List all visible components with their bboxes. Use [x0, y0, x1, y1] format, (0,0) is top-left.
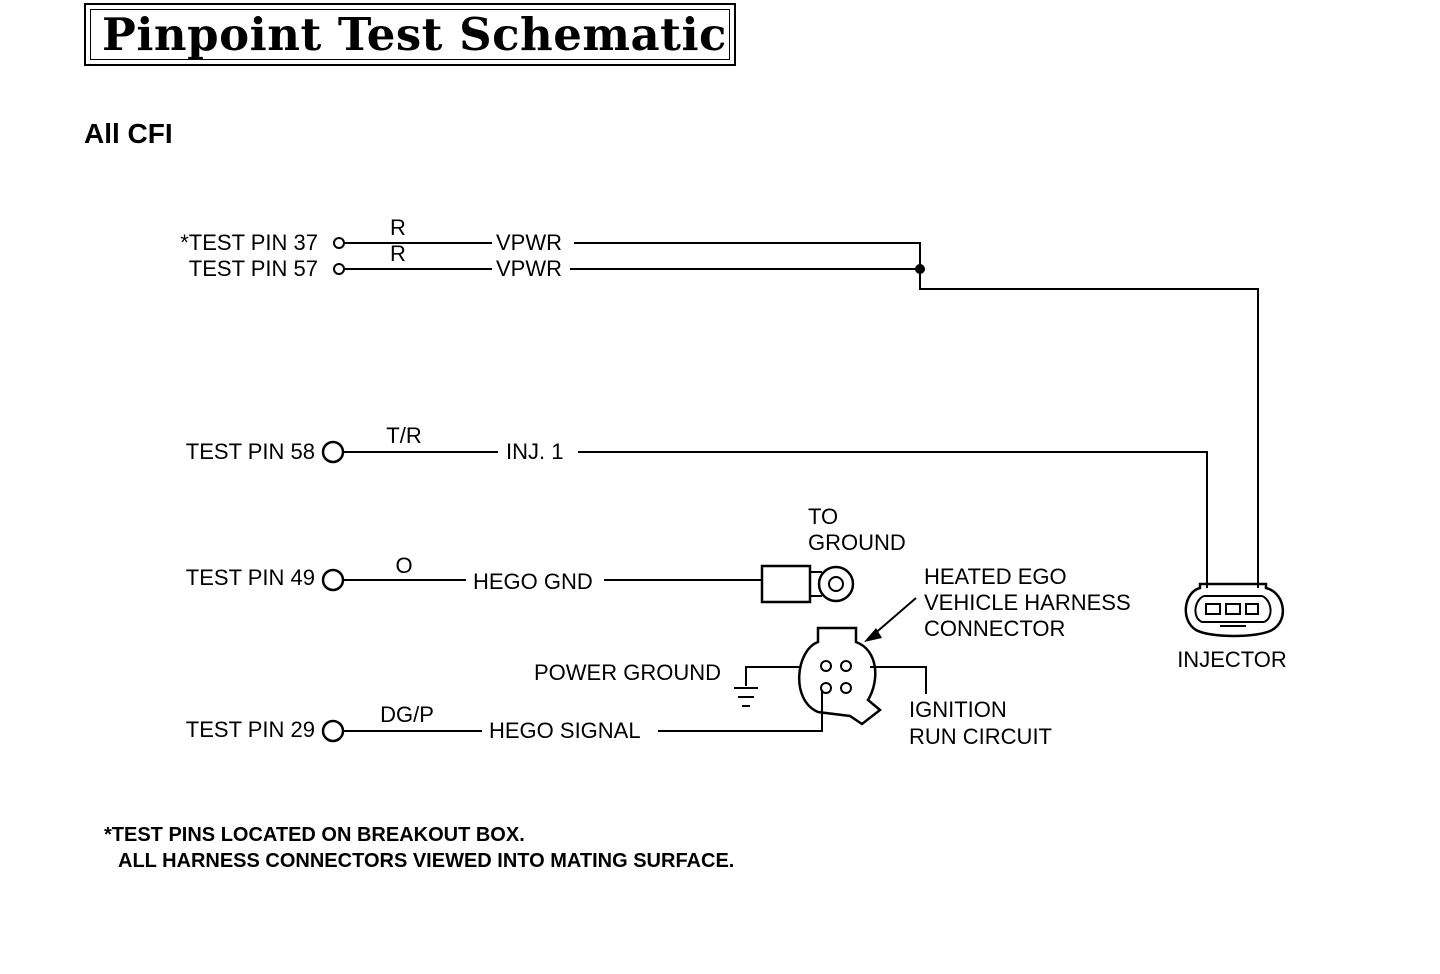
hego-signal-wire [658, 690, 823, 732]
ground-ring-terminal [760, 564, 855, 604]
hego-pointer-arrowhead [864, 628, 882, 642]
hego-connector-label-1: HEATED EGO [924, 564, 1067, 589]
pin-37-circuit: VPWR [496, 230, 562, 255]
pin-57-terminal [333, 263, 345, 275]
hego-connector-label-3: CONNECTOR [924, 616, 1065, 641]
injector-label: INJECTOR [1177, 647, 1287, 672]
vpwr-to-injector-wire [919, 269, 1259, 588]
hego-connector [797, 626, 882, 726]
ground-symbol-icon [734, 687, 758, 707]
pin-29-wire-color: DG/P [380, 702, 434, 727]
pin-29-terminal [321, 719, 345, 743]
vpwr-wire-37 [574, 242, 921, 268]
power-ground-wire [745, 666, 800, 686]
pin-29-circuit: HEGO SIGNAL [489, 718, 641, 743]
footnote-line-2: ALL HARNESS CONNECTORS VIEWED INTO MATIN… [118, 850, 734, 872]
page-title: Pinpoint Test Schematic [102, 8, 727, 61]
power-ground-label: POWER GROUND [534, 660, 721, 685]
ignition-label-1: IGNITION [909, 697, 1007, 722]
pin-58-wire-color: T/R [386, 423, 421, 448]
pin-58-terminal [321, 440, 345, 464]
pin-37-terminal [333, 237, 345, 249]
pin-37-wire-color: R [390, 215, 406, 240]
footnote-line-1: *TEST PINS LOCATED ON BREAKOUT BOX. [104, 824, 525, 846]
pin-57-label: TEST PIN 57 [189, 256, 318, 281]
title-box: Pinpoint Test Schematic [84, 3, 736, 66]
subtitle: All CFI [84, 118, 173, 149]
pin-29-label: TEST PIN 29 [186, 717, 315, 742]
ignition-wire [870, 666, 927, 694]
hego-pointer-arrow [871, 597, 917, 637]
hego-connector-label-2: VEHICLE HARNESS [924, 590, 1131, 615]
pin-37-label: *TEST PIN 37 [180, 230, 318, 255]
ignition-label-2: RUN CIRCUIT [909, 724, 1052, 749]
pin-57-circuit: VPWR [496, 256, 562, 281]
pin-58-circuit: INJ. 1 [506, 439, 563, 464]
pin-57-wire-color: R [390, 241, 406, 266]
injector-connector [1184, 582, 1285, 638]
pin-58-label: TEST PIN 58 [186, 439, 315, 464]
inj1-wire [578, 451, 1208, 588]
to-ground-label-2: GROUND [808, 530, 906, 555]
pin-49-label: TEST PIN 49 [186, 565, 315, 590]
pin-49-wire-color: O [395, 553, 412, 578]
to-ground-label-1: TO [808, 504, 838, 529]
pin-49-circuit: HEGO GND [473, 569, 593, 594]
pin-49-terminal [321, 568, 345, 592]
